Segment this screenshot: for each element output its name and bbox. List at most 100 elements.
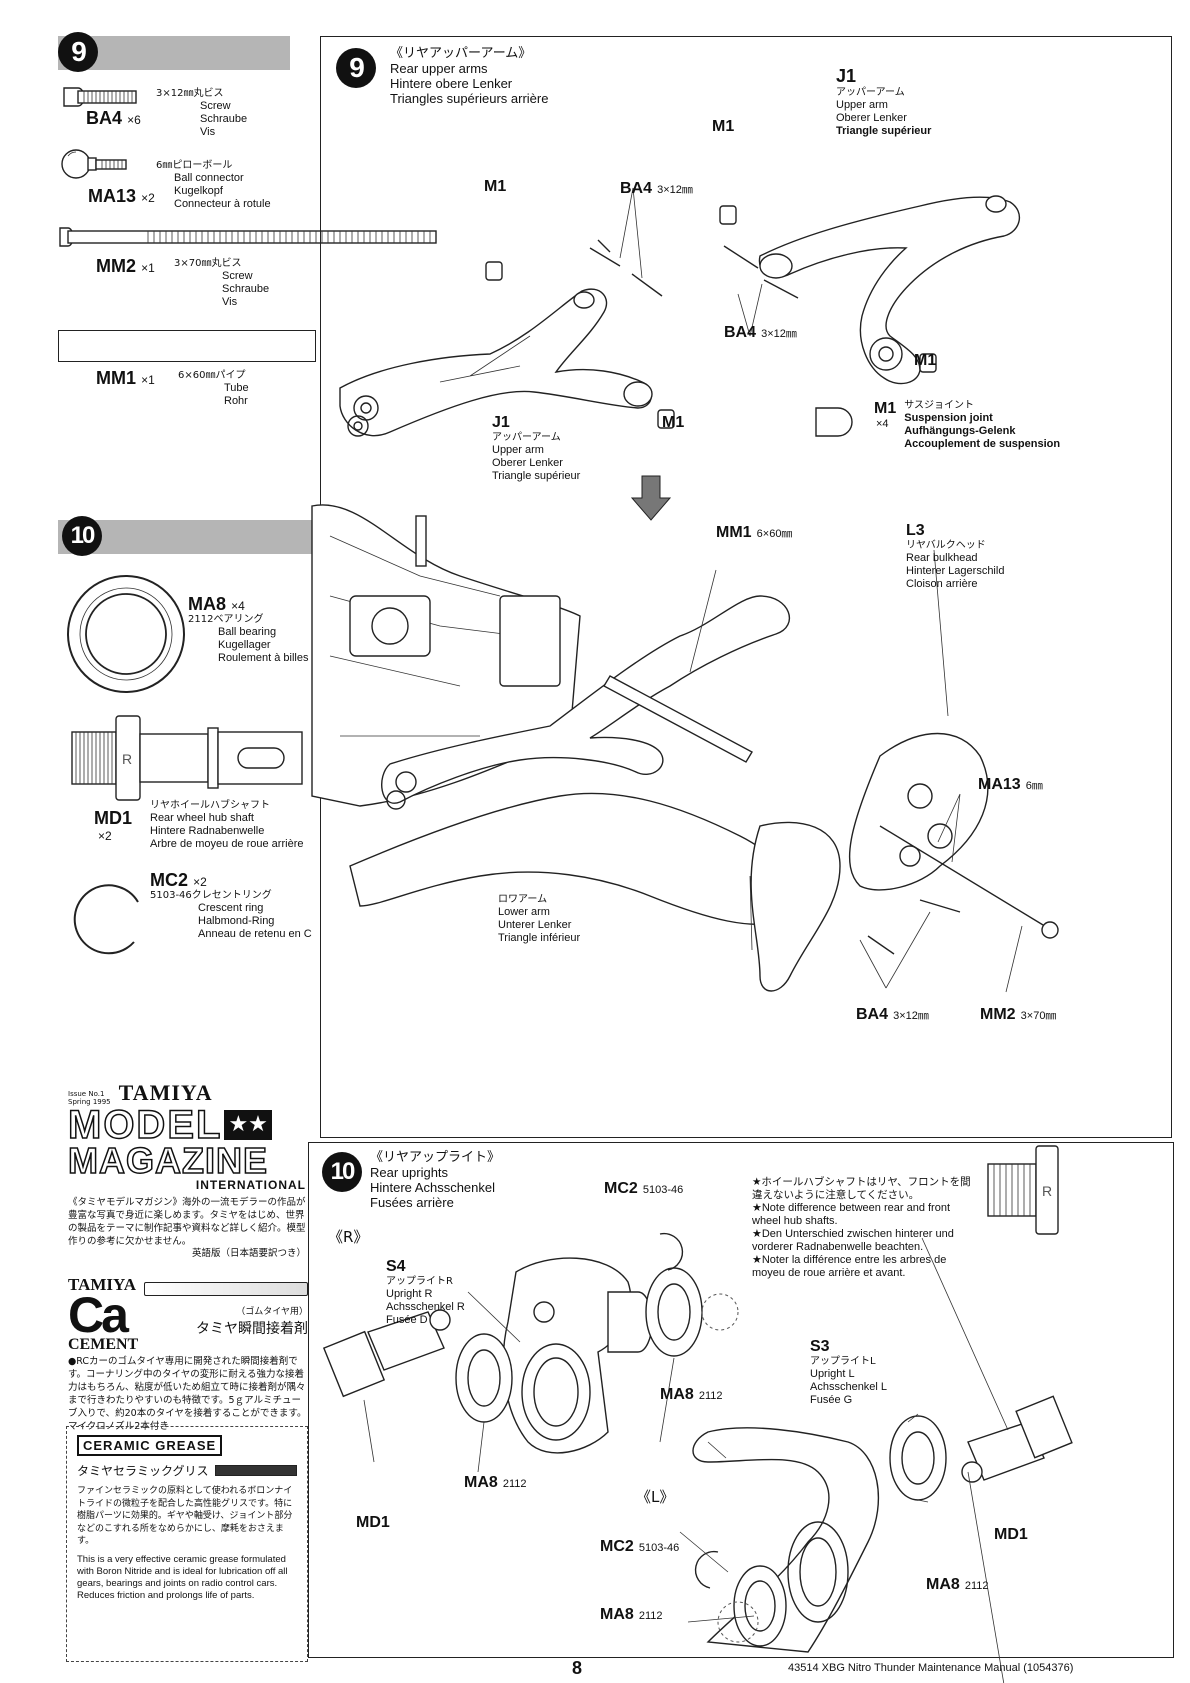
part-qty: ×4 [231,599,245,613]
part-code: BA4 [86,108,123,128]
en-label: Crescent ring [198,902,264,914]
en-label: Ball bearing [218,626,277,638]
part-qty: ×1 [141,373,155,387]
part-code: MA8 [188,594,227,614]
cement-sub: （ゴムタイヤ用） [236,1307,308,1317]
fr-label: Fusée D [386,1314,428,1326]
mc2-crescent-ring-icon [73,884,139,955]
en-label: Upper arm [492,444,544,456]
step9-title-fr: Triangles supérieurs arrière [390,91,549,106]
mm1-part-entry: MM1 ×1 [96,368,155,389]
fr-label: Triangle supérieur [492,470,581,482]
fr-label: Cloison arrière [906,578,978,590]
md1-part-desc: リヤホイールハブシャフト Rear wheel hub shaft Hinter… [150,800,303,851]
fr-label: Roulement à billes [218,652,309,664]
part-size: 6㎜ [1025,780,1043,792]
part-code: MD1 [94,808,133,828]
step10-title-fr: Fusées arrière [370,1195,454,1210]
jp-label: アッパーアーム [836,87,905,98]
part-qty: ×2 [98,829,112,843]
part-code: MA13 [978,776,1021,793]
en-label: Suspension joint [904,412,993,424]
ma8-label-l-bottom: MA8 2112 [600,1604,663,1624]
fr-label: Arbre de moyeu de roue arrière [150,838,304,850]
magazine-ad: Issue No.1 Spring 1995 TAMIYA MODEL ★★ M… [67,1080,306,1260]
mm2-label: MM2 3×70㎜ [980,1004,1056,1024]
cement-tube-icon [144,1282,308,1296]
l3-label: L3 リヤバルクヘッド Rear bulkhead Hinterer Lager… [906,522,1004,591]
ma8-label-upper: MA8 2112 [660,1384,723,1404]
mc2-label-l: MC2 5103-46 [600,1536,679,1556]
step10-panel [308,1142,1174,1658]
part-code: BA4 [620,180,653,197]
magazine-note: 英語版（日本語要訳つき） [191,1248,306,1259]
ma13-part-desc: 6㎜ピローボール Ball connector Kugelkopf Connec… [156,160,271,211]
part-qty: ×4 [876,418,889,430]
grease-title: タミヤセラミックグリス [77,1464,209,1478]
ma8-label-l-right: MA8 2112 [926,1574,989,1594]
magazine-title-line3: INTERNATIONAL [195,1178,306,1192]
s4-label: S4 アップライトR Upright R Achsschenkel R Fusé… [386,1258,465,1327]
m1-label-right: M1 [914,352,937,369]
en-label: Rear wheel hub shaft [150,812,254,824]
upright-r-drawing [502,1257,653,1454]
step10-number: 10 [322,1152,362,1192]
mc2-part-entry: MC2 ×2 [150,870,207,891]
part-code: MC2 [150,870,189,890]
fr-label: Fusée G [810,1394,853,1406]
jp-label: リヤバルクヘッド [906,540,986,551]
j1-top-label: J1 アッパーアーム Upper arm Oberer Lenker Trian… [836,66,931,138]
m1-label-top-right: M1 [712,118,735,135]
de-label: Hintere Radnabenwelle [150,825,265,837]
ma13-part-entry: MA13 ×2 [88,186,155,207]
part-qty: ×6 [127,113,141,127]
cement-ad: TAMIYA Ca CEMENT （ゴムタイヤ用） タミヤ瞬間接着剤 ●RCカー… [68,1276,308,1433]
fr-label: Vis [200,126,216,138]
upright-l-drawing [692,1427,880,1653]
jp-label: ロワアーム [498,894,548,905]
ma8-label-r: MA8 2112 [464,1472,527,1492]
part-code: MC2 [600,1538,634,1555]
ball-ghost-r-drawing [701,1293,739,1331]
step9-title-de: Hintere obere Lenker [390,76,513,91]
step9-number: 9 [336,48,376,88]
ma13-ball-connector-icon [61,149,127,179]
s3-label: S3 アップライトL Upright L Achsschenkel L Fusé… [810,1338,887,1407]
jp-label: リヤホイールハブシャフト [150,800,270,811]
step10-assembly-drawing: R [322,1145,1073,1683]
jp-label: 3×70㎜丸ビス [174,258,242,269]
mm1-label: MM1 6×60㎜ [716,522,792,542]
magazine-issue: Issue No.1 Spring 1995 [68,1090,111,1106]
m1-label-middle: M1 [662,414,685,431]
jp-label: 5103-46クレセントリング [150,890,272,901]
part-code: MA13 [88,186,137,206]
part-size: 3×12㎜ [893,1010,929,1022]
suspension-joint-legend: M1 ×4 サスジョイント Suspension joint Aufhängun… [874,400,1060,451]
cement-title: タミヤ瞬間接着剤 [196,1321,308,1337]
part-qty: ×1 [141,261,155,275]
part-qty: ×2 [141,191,155,205]
mc2-label-r: MC2 5103-46 [604,1178,683,1198]
part-code: MA8 [660,1386,694,1403]
grease-description-en: This is a very effective ceramic grease … [77,1553,288,1601]
ma8-part-desc: 2112ベアリング Ball bearing Kugellager Roulem… [188,614,309,665]
part-size: 5103-46 [638,1542,680,1554]
step10-title-de: Hintere Achsschenkel [370,1180,496,1195]
mm2-part-desc: 3×70㎜丸ビス Screw Schraube Vis [174,258,269,309]
en-label: Screw [222,270,253,282]
fr-label: Accouplement de suspension [904,438,1061,450]
step9-assembly-drawing [311,187,1059,993]
grease-ad: CERAMIC GREASE タミヤセラミックグリス ファインセラミックの原料と… [66,1426,308,1662]
jp-label: 3×12㎜丸ビス [156,88,224,99]
part-size: 2112 [638,1610,663,1622]
note-en: ★Note difference between rear and front … [752,1202,950,1227]
md1-hub-shaft-icon: R [71,715,303,801]
de-label: Achsschenkel R [386,1301,465,1313]
de-label: Oberer Lenker [836,112,907,124]
en-label: Rear bulkhead [906,552,978,564]
fr-label: Anneau de retenu en C [198,928,312,940]
down-arrow-icon [630,475,672,521]
svg-text:R: R [122,751,132,767]
bearing-l-drawings [733,1415,947,1647]
de-label: Halbmond-Ring [198,915,275,927]
